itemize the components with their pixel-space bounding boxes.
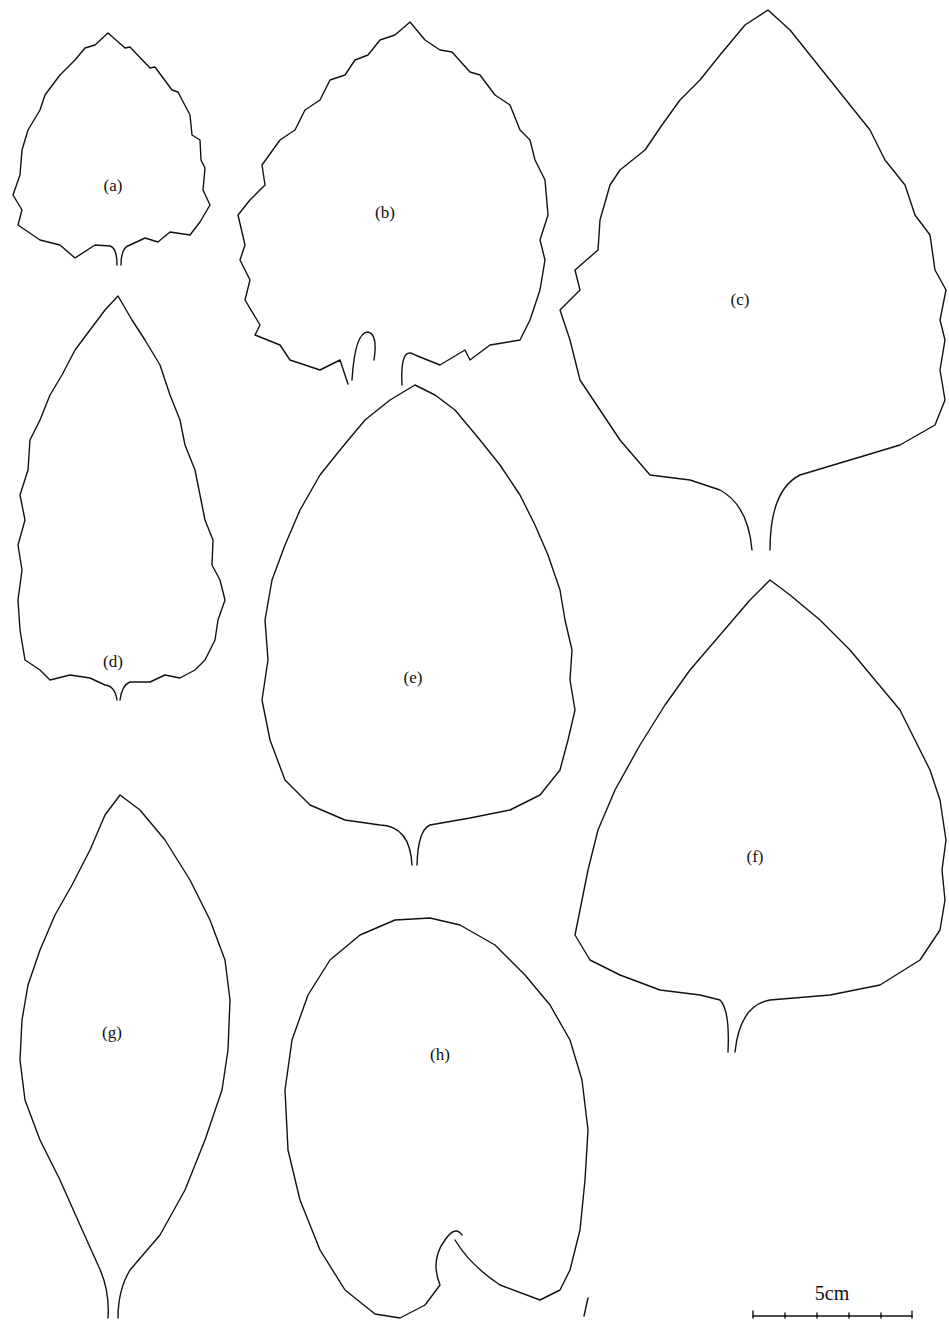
leaf-outline [575,580,946,1052]
scale-tick [880,1313,881,1318]
leaf-label: (g) [100,1024,124,1043]
leaf-outline [238,22,548,385]
leaf-outline [18,296,225,700]
scale-tick [784,1313,785,1318]
leaf-petiole [352,332,375,380]
leaf-label: (e) [402,669,425,688]
leaf-label: (b) [373,204,397,223]
leaf-outline [13,33,210,265]
leaf-label: (a) [102,177,125,196]
leaf-outline [262,385,575,865]
scale-bar [753,1315,912,1316]
scale-tick [848,1313,849,1318]
leaf-label: (f) [745,848,766,867]
leaf-petiole [584,1298,588,1316]
scale-tick [752,1311,753,1318]
scale-tick [816,1313,817,1318]
scale-tick [911,1311,912,1318]
leaf-outline [285,918,588,1318]
leaf-label: (c) [729,291,752,310]
leaf-label: (h) [428,1046,452,1065]
scale-label: 5cm [813,1282,851,1304]
leaf-outline [20,795,230,1318]
leaf-label: (d) [101,653,125,672]
leaf-outline [560,10,946,550]
